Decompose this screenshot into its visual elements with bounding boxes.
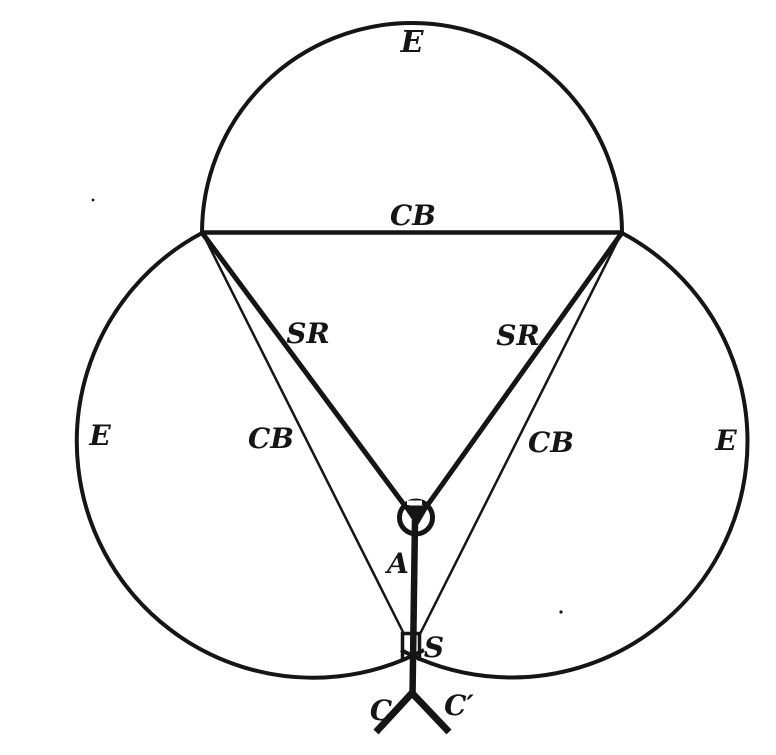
- label-sr-left: SR: [286, 317, 330, 350]
- antenna-lead-line: [409, 519, 419, 697]
- ring-wedge: [402, 505, 430, 527]
- fork-right-arm: [409, 690, 452, 735]
- label-cb-left: CB: [248, 422, 294, 455]
- cb-left-wire: [201, 233, 406, 635]
- right-lobe-arc: [400, 231, 750, 680]
- speck-dot: [91, 198, 95, 202]
- left-lobe-arc: [74, 231, 425, 680]
- label-c: C: [370, 694, 393, 727]
- speck-dot: [559, 610, 563, 614]
- label-s: S: [424, 631, 444, 664]
- label-cb-right: CB: [528, 426, 574, 459]
- fork-left-arm: [373, 690, 415, 735]
- label-c-prime: C′: [444, 689, 474, 722]
- sr-right-wire: [421, 232, 624, 512]
- label-cb-top: CB: [390, 199, 436, 232]
- label-e-top: E: [400, 25, 425, 60]
- label-e-left: E: [88, 419, 111, 452]
- coupling-staple: [400, 631, 422, 661]
- sr-left-wire: [200, 232, 411, 512]
- label-e-right: E: [714, 424, 737, 457]
- label-sr-right: SR: [496, 319, 540, 352]
- cb-right-wire: [418, 233, 623, 635]
- ring-slit: [407, 500, 422, 505]
- label-a: A: [384, 547, 409, 580]
- top-lobe-arc: [200, 21, 624, 234]
